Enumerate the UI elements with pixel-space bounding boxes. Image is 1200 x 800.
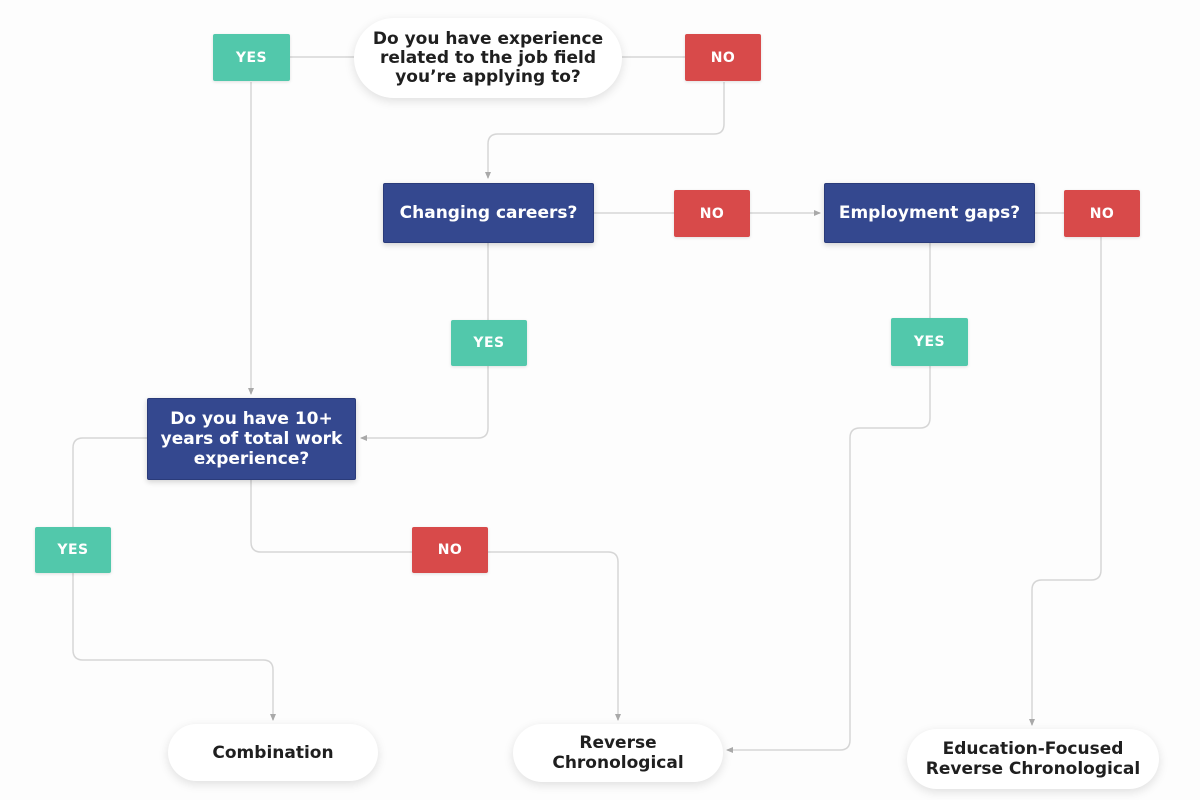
connector-gaps-no-to-education <box>1029 237 1102 726</box>
result-reverse-chronological-text: Reverse Chronological <box>552 733 684 773</box>
answer-no-employment-gaps: NO <box>1064 190 1140 237</box>
question-changing-careers: Changing careers? <box>383 183 594 243</box>
answer-no-label: NO <box>699 205 725 222</box>
answer-yes-label: YES <box>913 334 946 350</box>
answer-yes-changing-careers: YES <box>451 320 527 366</box>
question-changing-careers-text: Changing careers? <box>399 203 578 223</box>
answer-yes-employment-gaps: YES <box>891 318 968 366</box>
answer-yes-ten-years: YES <box>35 527 111 573</box>
answer-no-ten-years: NO <box>412 527 488 573</box>
question-employment-gaps-text: Employment gaps? <box>838 203 1021 223</box>
answer-no-changing-careers: NO <box>674 190 750 237</box>
connector-no-to-changing-careers <box>485 82 725 179</box>
result-combination-text: Combination <box>212 742 334 763</box>
question-employment-gaps: Employment gaps? <box>824 183 1035 243</box>
result-reverse-chronological: Reverse Chronological <box>513 724 723 782</box>
result-combination: Combination <box>168 724 378 781</box>
connector-no-to-reverse <box>488 551 621 721</box>
answer-no-label: NO <box>1089 205 1115 222</box>
connector-yes-to-combination <box>72 573 276 721</box>
question-ten-years-experience: Do you have 10+ years of total work expe… <box>147 398 356 480</box>
answer-no-experience: NO <box>685 34 761 81</box>
answer-no-label: NO <box>437 542 463 558</box>
connector-ten-years-yes <box>72 437 147 527</box>
answer-yes-label: YES <box>473 335 505 351</box>
connector-gaps-yes-to-reverse <box>726 366 931 753</box>
answer-yes-label: YES <box>57 542 89 558</box>
result-education-focused-text: Education-Focused Reverse Chronological <box>925 739 1141 779</box>
question-experience-related: Do you have experience related to the jo… <box>354 18 622 98</box>
connector-careers-yes-to-ten-years <box>360 366 489 441</box>
question-ten-years-text: Do you have 10+ years of total work expe… <box>160 409 343 469</box>
question-experience-text: Do you have experience related to the jo… <box>372 28 604 87</box>
connector-ten-years-no <box>250 480 412 553</box>
answer-yes-experience: YES <box>213 34 290 81</box>
answer-yes-label: YES <box>235 49 268 66</box>
result-education-focused: Education-Focused Reverse Chronological <box>907 729 1159 789</box>
answer-no-label: NO <box>710 49 736 66</box>
